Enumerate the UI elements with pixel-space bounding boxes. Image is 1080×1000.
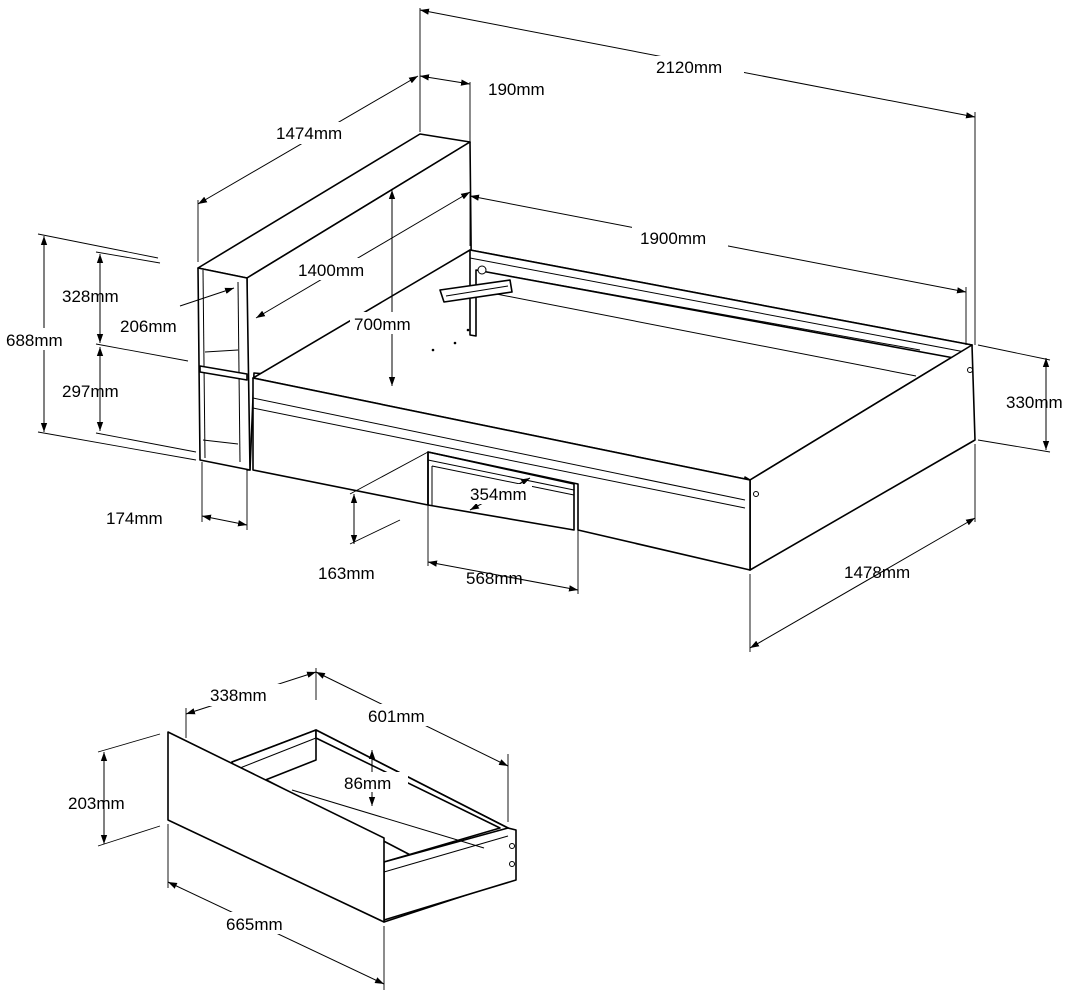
label-bed-width: 1478mm — [844, 563, 910, 582]
label-shelf-upper: 328mm — [62, 287, 119, 306]
shelf-board — [199, 365, 248, 381]
label-drawer-opening-width: 568mm — [466, 569, 523, 588]
label-drawer-inner-height: 86mm — [344, 774, 391, 793]
label-panel-height: 700mm — [354, 315, 411, 334]
label-headboard-length: 1474mm — [276, 124, 342, 143]
drawer — [167, 729, 517, 923]
label-mattress-length: 1900mm — [640, 229, 706, 248]
label-drawer-opening-depth: 354mm — [470, 485, 527, 504]
label-drawer-601: 601mm — [368, 707, 425, 726]
label-shelf-width: 174mm — [106, 509, 163, 528]
label-drawer-opening-height: 163mm — [318, 564, 375, 583]
label-drawer-front-length: 665mm — [226, 915, 283, 934]
drawer-opening — [427, 451, 575, 531]
label-total-length: 2120mm — [656, 58, 722, 77]
label-headboard-panel-width: 1400mm — [298, 261, 364, 280]
shelf-unit — [197, 267, 251, 471]
drawer-front — [167, 731, 385, 923]
label-shelf-lower: 297mm — [62, 382, 119, 401]
label-bed-height: 330mm — [1006, 393, 1063, 412]
label-drawer-front-height: 203mm — [68, 794, 125, 813]
dimension-labels: 2120mm 190mm 1474mm 1900mm 1400mm 700mm … — [2, 56, 1063, 934]
label-shelf-depth: 206mm — [120, 317, 177, 336]
label-drawer-338: 338mm — [210, 686, 267, 705]
label-headboard-depth: 190mm — [488, 80, 545, 99]
bed-frame — [197, 133, 976, 571]
label-shelf-height-total: 688mm — [6, 331, 63, 350]
